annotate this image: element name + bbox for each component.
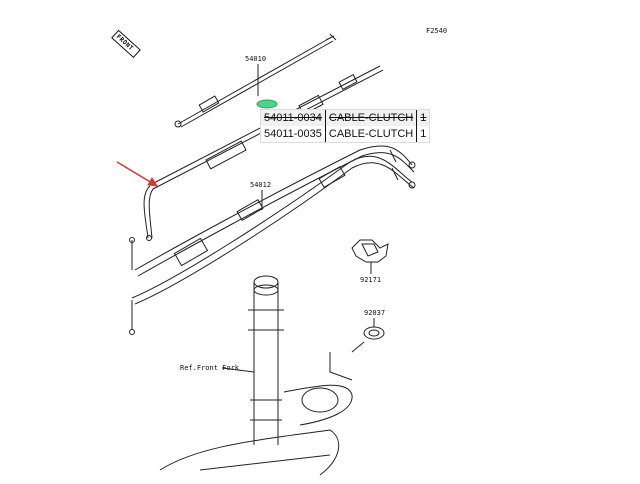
part-qty: 1 xyxy=(416,110,430,126)
figure-id: F2540 xyxy=(426,27,448,35)
highlight-marker xyxy=(256,99,278,109)
clamp-92171 xyxy=(351,239,389,274)
table-row[interactable]: 54011-0035 CABLE-CLUTCH 1 xyxy=(261,126,429,142)
part-number: 54011-0034 xyxy=(261,110,326,126)
callout-54012: 54012 xyxy=(250,181,272,189)
cable-54010 xyxy=(174,33,337,128)
front-fork xyxy=(159,275,353,476)
part-qty: 1 xyxy=(420,128,427,140)
parts-table: 54011-0034 CABLE-CLUTCH 1 54011-0035 CAB… xyxy=(261,110,430,142)
part-name: CABLE-CLUTCH xyxy=(325,110,418,126)
cable-54011 xyxy=(143,65,384,241)
callout-92171: 92171 xyxy=(360,276,382,284)
table-row[interactable]: 54011-0034 CABLE-CLUTCH 1 xyxy=(261,110,430,126)
cable-54012 xyxy=(129,145,416,335)
part-number: 54011-0035 xyxy=(261,126,326,142)
callout-92037: 92037 xyxy=(364,309,386,317)
callout-front-fork: Ref.Front Fork xyxy=(180,364,240,372)
callout-54010: 54010 xyxy=(245,55,267,63)
grommet-92037 xyxy=(351,318,385,353)
red-arrow-icon xyxy=(116,161,158,187)
part-name: CABLE-CLUTCH xyxy=(325,126,418,142)
